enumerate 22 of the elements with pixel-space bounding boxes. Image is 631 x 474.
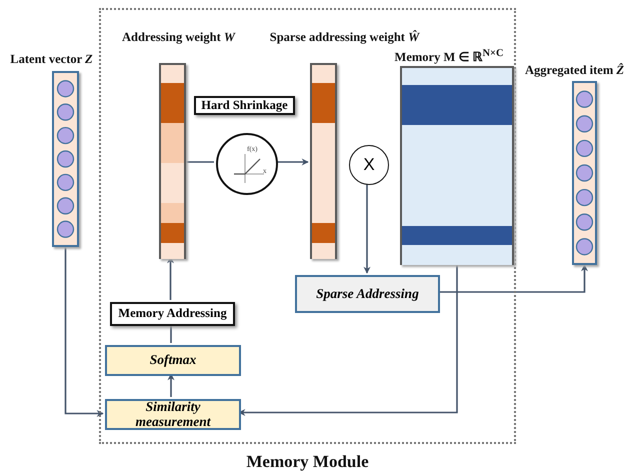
process-box bbox=[295, 275, 440, 313]
step-label-box bbox=[110, 302, 235, 326]
multiply-circle bbox=[349, 145, 389, 185]
column-heading: Addressing weight W bbox=[122, 30, 235, 45]
arrow bbox=[364, 183, 370, 274]
column-heading: Aggregated item Ẑ bbox=[524, 63, 624, 78]
process-box bbox=[105, 399, 241, 430]
arrow bbox=[438, 264, 588, 293]
column-heading: Sparse addressing weight Ŵ bbox=[270, 30, 420, 45]
column-heading: Memory M ∈ ℝ$^{N×C}$ bbox=[394, 48, 504, 65]
operator-symbol: X bbox=[363, 156, 375, 174]
arrow bbox=[64, 247, 104, 417]
box-label: Softmax bbox=[150, 353, 196, 368]
step-label-box bbox=[194, 96, 295, 115]
process-box bbox=[105, 345, 241, 376]
box-label: Similarity measurement bbox=[134, 400, 212, 430]
box-label: Memory Addressing bbox=[118, 307, 227, 321]
arrow bbox=[276, 158, 309, 166]
column-heading: Latent vector Z bbox=[10, 52, 93, 67]
module-title: Memory Module bbox=[246, 452, 369, 472]
box-label: Sparse Addressing bbox=[316, 286, 419, 302]
box-label: Hard Shrinkage bbox=[201, 98, 288, 112]
